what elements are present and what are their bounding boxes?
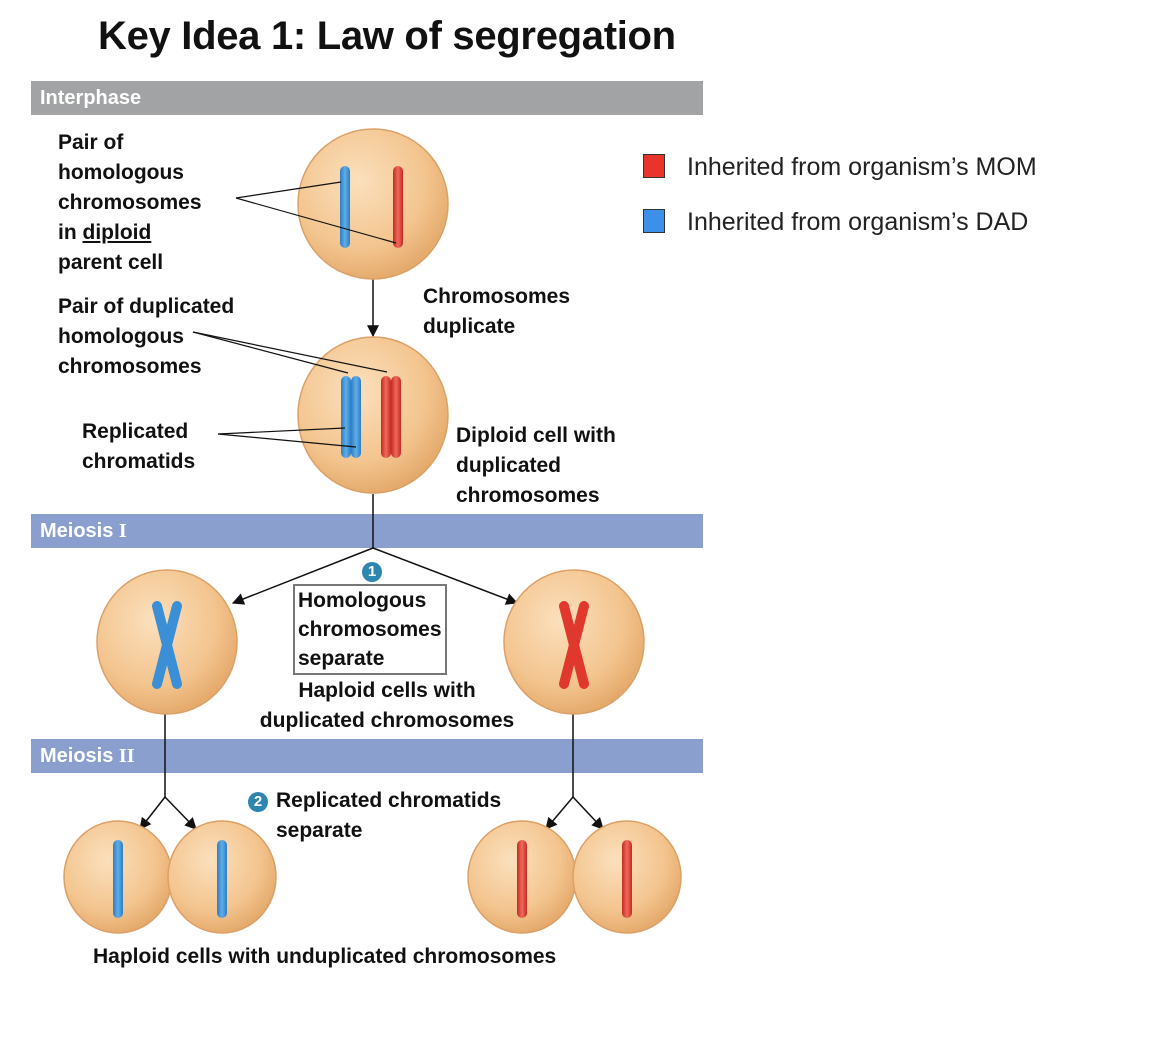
legend-label-dad: Inherited from organism’s DAD bbox=[687, 208, 1029, 236]
step-number-2: 2 bbox=[253, 793, 263, 810]
chromosome-mom bbox=[393, 166, 403, 248]
final-cell-mom-1 bbox=[467, 820, 577, 934]
haploid-cell-dad bbox=[96, 569, 238, 715]
chromosome-dad bbox=[340, 166, 350, 248]
legend-label-mom: Inherited from organism’s MOM bbox=[687, 153, 1037, 181]
legend-swatch-mom bbox=[643, 154, 665, 178]
chromatid-dad-1 bbox=[341, 376, 351, 458]
final-cell-mom-2 bbox=[572, 820, 682, 934]
arrow-blue-daughter-2 bbox=[164, 796, 197, 830]
label-haploid-unduplicated: Haploid cells with unduplicated chromoso… bbox=[93, 945, 557, 968]
label-diploid-cell-duplicated: Diploid cell with duplicated chromosomes bbox=[456, 424, 616, 507]
final-cell-dad-2 bbox=[167, 820, 277, 934]
chromatid-mom-2 bbox=[391, 376, 401, 458]
arrow-red-daughter-1 bbox=[545, 796, 574, 830]
arrow-red-daughter-2 bbox=[572, 796, 604, 830]
legend-item-mom: Inherited from organism’s MOM bbox=[643, 153, 1037, 182]
phase-band-meiosis-2: Meiosis II bbox=[31, 739, 703, 773]
step-badge-2 bbox=[248, 792, 268, 812]
arrow-to-blue-haploid bbox=[231, 547, 374, 605]
chromatid-mom-1 bbox=[381, 376, 391, 458]
phase-label-meiosis-2: Meiosis II bbox=[40, 745, 135, 767]
phase-band-meiosis-1: Meiosis I bbox=[31, 514, 703, 548]
label-haploid-duplicated: Haploid cells with duplicated chromosome… bbox=[259, 679, 515, 732]
leader-lines bbox=[192, 181, 397, 448]
diploid-emphasis: diploid bbox=[82, 221, 152, 244]
label-pair-duplicated: Pair of duplicated homologous chromosome… bbox=[58, 295, 235, 378]
diploid-duplicated-cell bbox=[297, 336, 449, 494]
label-replicated-chromatids: Replicated chromatids bbox=[82, 420, 196, 473]
chromatid-dad-2 bbox=[351, 376, 361, 458]
label-chromatids-separate: Replicated chromatids separate bbox=[276, 789, 502, 842]
arrow-blue-daughter-1 bbox=[139, 796, 166, 830]
page-title: Key Idea 1: Law of segregation bbox=[98, 14, 676, 58]
step-number-1: 1 bbox=[367, 563, 377, 580]
phase-band-interphase: Interphase bbox=[31, 81, 703, 115]
legend-swatch-dad bbox=[643, 209, 665, 233]
label-homologous-separate: Homologous chromosomes separate bbox=[293, 584, 447, 675]
phase-label-interphase: Interphase bbox=[40, 87, 142, 109]
label-pair-homologous: Pair of homologous chromosomes in diploi… bbox=[58, 131, 202, 274]
final-cell-dad-1 bbox=[63, 820, 173, 934]
step-badge-1 bbox=[362, 562, 382, 582]
label-chromosomes-duplicate: Chromosomes duplicate bbox=[423, 285, 571, 338]
phase-label-meiosis-1: Meiosis I bbox=[40, 520, 127, 542]
haploid-cell-mom bbox=[503, 569, 645, 715]
arrow-to-red-haploid bbox=[372, 547, 519, 605]
legend-item-dad: Inherited from organism’s DAD bbox=[643, 208, 1028, 237]
flow-arrows bbox=[139, 273, 604, 830]
diploid-parent-cell bbox=[297, 128, 449, 280]
